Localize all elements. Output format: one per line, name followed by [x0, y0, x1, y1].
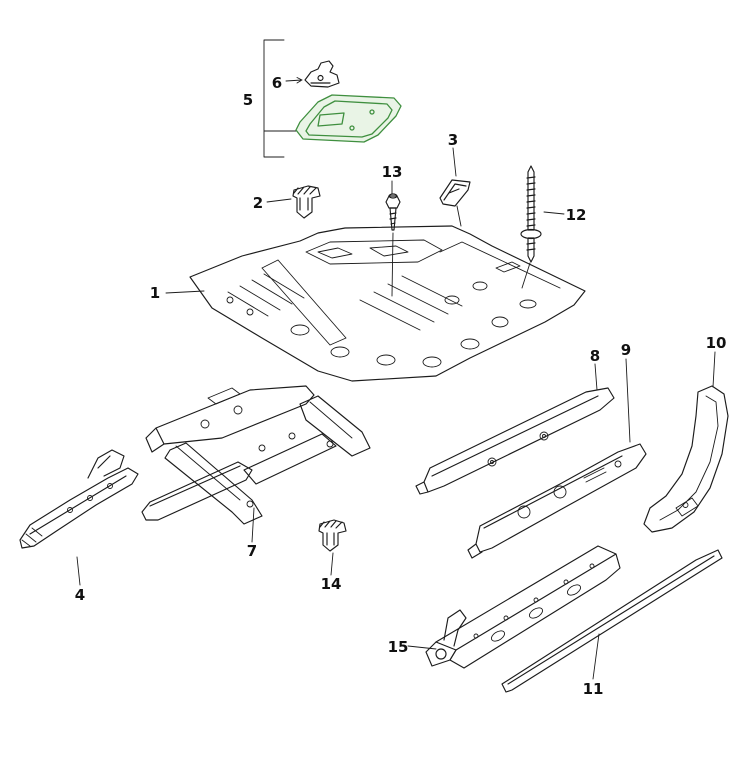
- leader-line-14: [330, 552, 334, 576]
- part-5-mounting-plate[interactable]: [295, 94, 402, 143]
- floor-pan-ribs: [227, 273, 463, 331]
- plate-rivet-holes: [349, 109, 375, 131]
- plate-outline: [295, 94, 402, 143]
- callout-2[interactable]: 2: [253, 194, 263, 212]
- panel-outline: [467, 443, 647, 559]
- screw-shaft: [389, 207, 397, 231]
- leader-line-9: [625, 358, 631, 443]
- screw-head: [385, 193, 401, 209]
- strip-holes: [487, 431, 549, 467]
- rail-outline: [19, 449, 139, 549]
- leader-line-12b: [521, 262, 531, 289]
- strip-outline: [415, 387, 615, 495]
- stud-shaft: [526, 165, 536, 231]
- bracket-annotation-5: [263, 39, 297, 158]
- leader-line-1: [165, 290, 205, 294]
- leader-line-10: [712, 351, 716, 388]
- part-12-stud-bolt[interactable]: [520, 165, 542, 263]
- part-8-reinforcement-strip[interactable]: [415, 387, 615, 495]
- part-7-crossmember-assembly[interactable]: [141, 385, 371, 525]
- crossmember-frame: [141, 385, 371, 525]
- crossmember-detail: [175, 387, 353, 508]
- part-14-clip[interactable]: [318, 519, 347, 552]
- leader-line-12: [543, 211, 565, 215]
- leader-line-7: [251, 507, 255, 543]
- small-bracket-outline: [304, 60, 340, 88]
- clip-outline: [318, 519, 347, 552]
- clip-outline: [292, 185, 321, 219]
- leader-line-3: [452, 147, 462, 227]
- leader-line-4: [76, 556, 81, 586]
- callout-3[interactable]: 3: [448, 131, 458, 149]
- callout-5[interactable]: 5: [243, 91, 253, 109]
- part-13-screw[interactable]: [385, 193, 401, 231]
- rocker-end-cap: [425, 609, 467, 667]
- callout-9[interactable]: 9: [621, 341, 631, 359]
- plate-inner-edge: [305, 100, 393, 138]
- part-15-rocker-panel[interactable]: [425, 545, 621, 669]
- leader-line-2: [266, 198, 292, 203]
- sill-strip-outline: [501, 549, 723, 693]
- leader-line-6: [285, 77, 303, 84]
- floor-pan-holes: [226, 281, 537, 368]
- callout-14[interactable]: 14: [321, 575, 342, 593]
- part-3-bracket[interactable]: [439, 179, 471, 207]
- bracket-outline: [439, 179, 471, 207]
- callout-12[interactable]: 12: [566, 206, 587, 224]
- callout-4[interactable]: 4: [75, 586, 85, 604]
- plate-slot-hole: [317, 112, 345, 127]
- callout-8[interactable]: 8: [590, 347, 600, 365]
- floor-pan-outline: [189, 225, 586, 382]
- callouts: 1 2 3 4 5 6 7 8 9 10 11 12 13 14 15: [75, 74, 727, 698]
- part-1-floor-pan[interactable]: [189, 225, 586, 382]
- floor-pan-seat-platform: [305, 239, 443, 265]
- bracket-line: [263, 39, 297, 158]
- pillar-outline: [643, 385, 729, 533]
- callout-7[interactable]: 7: [247, 542, 257, 560]
- stud-washer: [520, 228, 542, 263]
- rail-detail: [21, 483, 113, 547]
- floor-pan-tunnel: [261, 259, 347, 346]
- part-10-pillar-panel[interactable]: [643, 385, 729, 533]
- leader-line-8: [594, 363, 598, 391]
- callout-1[interactable]: 1: [150, 284, 160, 302]
- callout-11[interactable]: 11: [583, 680, 604, 698]
- callout-6[interactable]: 6: [272, 74, 282, 92]
- part-2-clip[interactable]: [292, 185, 321, 219]
- callout-13[interactable]: 13: [382, 163, 403, 181]
- callout-15[interactable]: 15: [388, 638, 409, 656]
- callout-10[interactable]: 10: [706, 334, 727, 352]
- part-6-small-bracket[interactable]: [304, 60, 340, 88]
- leader-line-15: [407, 645, 437, 650]
- panel-holes: [517, 460, 622, 519]
- leader-line-13: [391, 180, 394, 297]
- pillar-detail: [659, 395, 719, 521]
- leader-line-11: [592, 633, 600, 680]
- floor-pan-step: [439, 241, 561, 289]
- part-4-front-rail[interactable]: [19, 449, 139, 549]
- part-9-side-panel[interactable]: [467, 443, 647, 559]
- rocker-holes: [473, 563, 595, 642]
- part-11-sill-strip[interactable]: [501, 549, 723, 693]
- leader-lines: [76, 77, 716, 680]
